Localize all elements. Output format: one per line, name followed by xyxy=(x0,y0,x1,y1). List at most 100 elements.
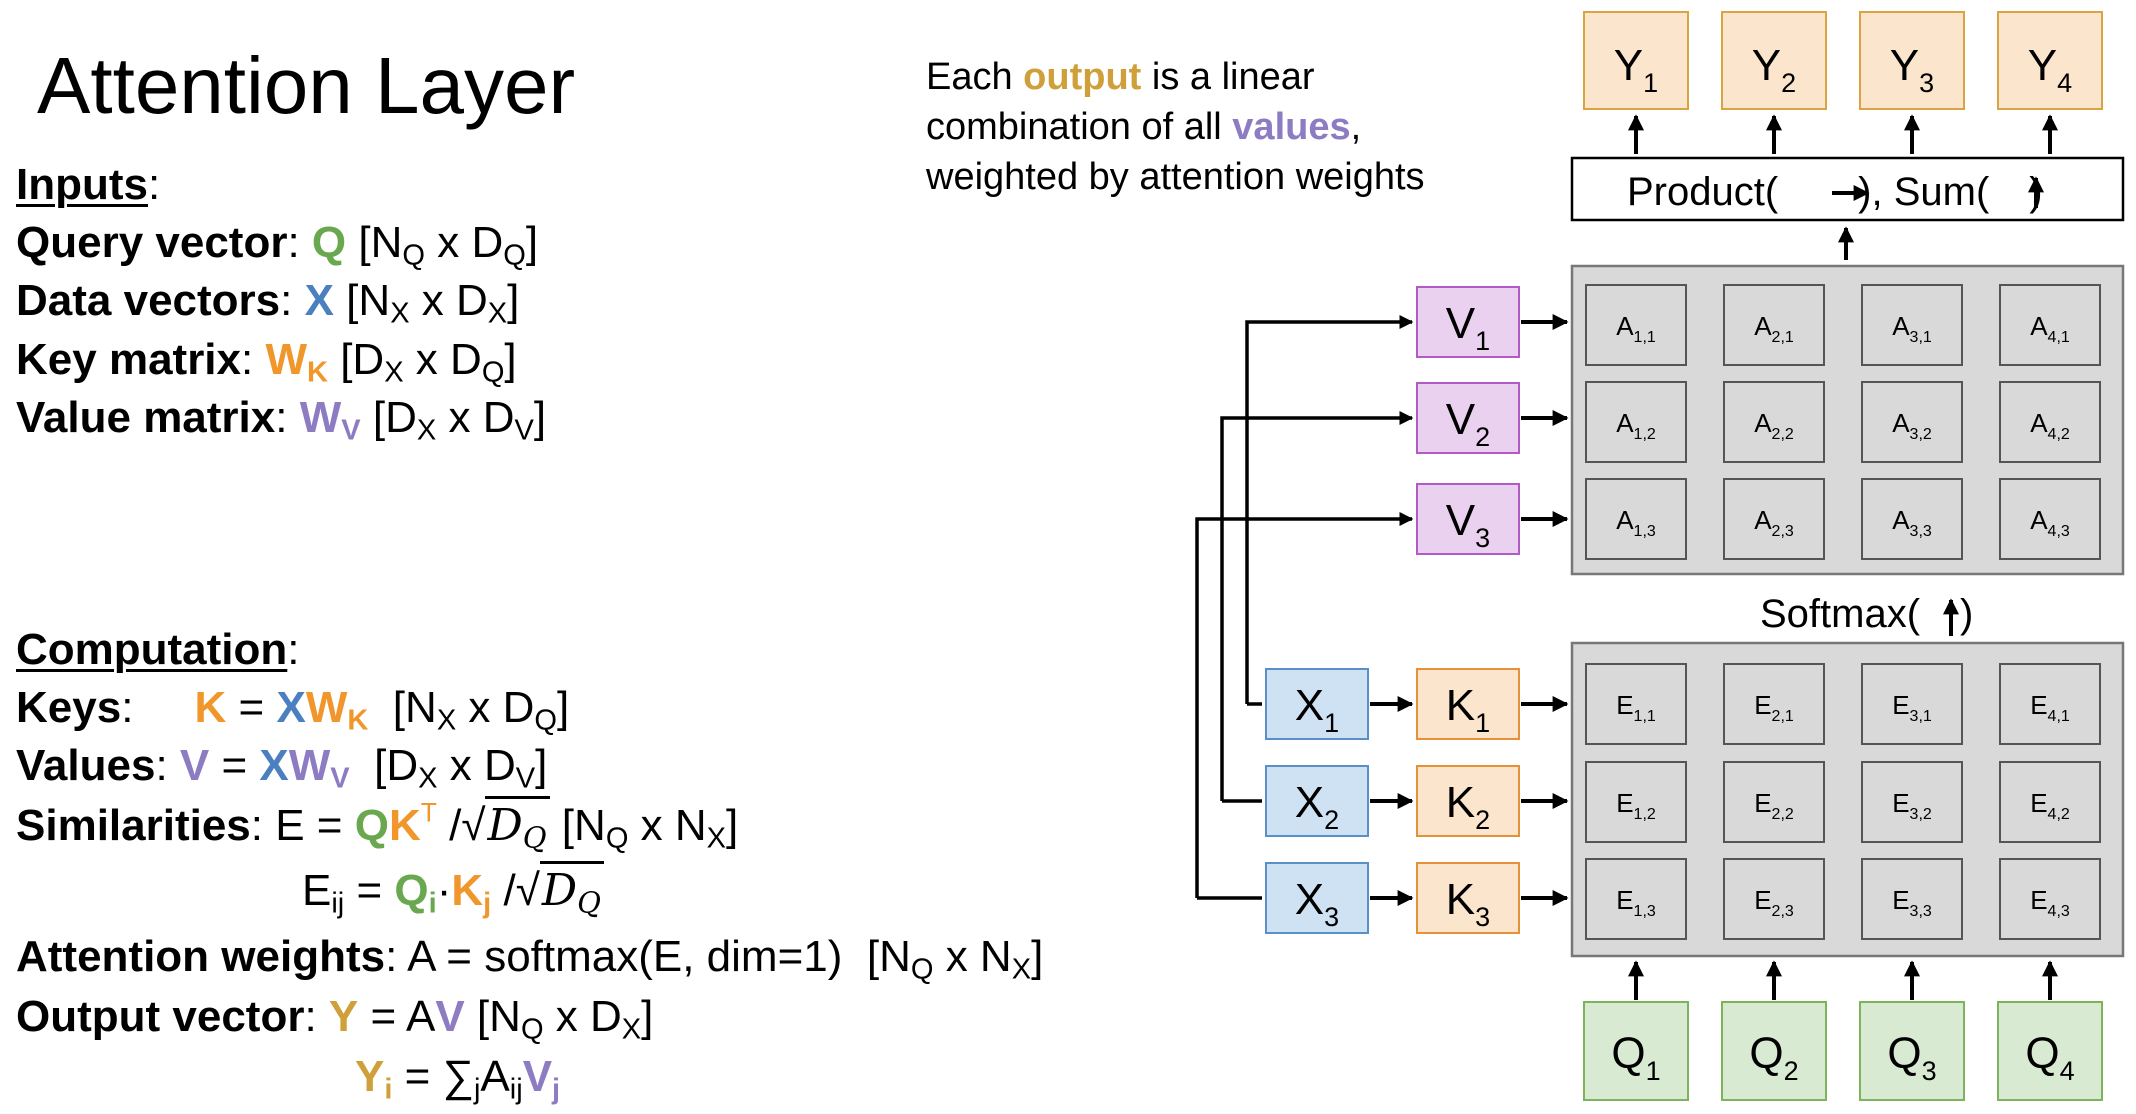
v-symbol: V xyxy=(179,741,210,790)
output-node-y1 xyxy=(1583,11,1689,110)
value-matrix-symbol: WV xyxy=(299,393,361,445)
sqrt-dq: DQ xyxy=(485,796,550,852)
v-symbol: V xyxy=(435,992,465,1041)
equals: = xyxy=(392,1052,443,1101)
w-sub: V xyxy=(330,762,350,795)
similarity-cell xyxy=(1861,761,1963,843)
sqrt-dq: DQ xyxy=(539,861,604,917)
similarity-label: E2,3 xyxy=(1754,885,1794,920)
a-letter: A xyxy=(480,1052,510,1101)
rad-sub: Q xyxy=(522,820,547,855)
dim-sub: X xyxy=(487,297,508,330)
k-symbol: K xyxy=(194,683,227,732)
rad-sub: Q xyxy=(577,885,601,920)
query-node-q1 xyxy=(1583,1001,1689,1101)
value-label-v1: V1 xyxy=(1446,299,1490,356)
output-label-y2: Y2 xyxy=(1752,41,1796,98)
note-line-2: combination of all values, xyxy=(926,102,1425,152)
dim: D xyxy=(450,335,482,384)
attention-weight-cell xyxy=(1861,478,1963,560)
output-label-y4: Y4 xyxy=(2028,41,2072,98)
similarity-cell xyxy=(1585,858,1687,940)
similarities-expr: E = xyxy=(275,801,355,850)
similarity-label: E3,2 xyxy=(1892,788,1932,823)
dim-sub: X xyxy=(706,822,727,855)
sum-symbol: ∑ xyxy=(442,1052,474,1101)
key-label-k1: K1 xyxy=(1446,681,1490,738)
note-values-word: values xyxy=(1232,106,1351,148)
dim: N xyxy=(979,932,1012,981)
attention-weight-cell xyxy=(1723,284,1825,366)
data-label-x1: X1 xyxy=(1295,681,1339,738)
keys-line: Keys: K = XWK [NX x DQ] xyxy=(16,683,570,737)
eij-line: Eij = Qi·Kj /√DQ xyxy=(302,861,604,918)
similarity-label: E1,2 xyxy=(1616,788,1656,823)
attention-label: Attention weights xyxy=(16,932,386,981)
similarity-cell xyxy=(1999,663,2101,745)
vj-symbol: Vj xyxy=(522,1052,560,1104)
attention-weight-label: A1,2 xyxy=(1616,408,1656,443)
attention-weight-label: A4,3 xyxy=(2030,505,2070,540)
v-letter: V xyxy=(522,1052,553,1101)
note-line-1: Each output is a linear xyxy=(926,52,1425,102)
dim: D xyxy=(589,992,622,1041)
dim-sub: X xyxy=(436,704,457,737)
data-to-value-line xyxy=(1245,315,1414,704)
attention-weight-cell xyxy=(1585,284,1687,366)
similarity-cell xyxy=(1585,761,1687,843)
dim-sub: Q xyxy=(503,239,526,272)
k-sub: j xyxy=(483,887,492,920)
note-text: Each xyxy=(926,56,1024,98)
attention-weight-cell xyxy=(1861,284,1963,366)
softmax-label: Softmax( ) xyxy=(1760,592,1973,636)
similarity-label: E1,3 xyxy=(1616,885,1656,920)
attention-weight-cell xyxy=(1999,478,2101,560)
query-label-q2: Q2 xyxy=(1749,1029,1798,1086)
attention-weight-label: A2,2 xyxy=(1754,408,1794,443)
output-node-y2 xyxy=(1721,11,1827,110)
values-line: Values: V = XWV [DX x DV] xyxy=(16,741,548,795)
w-letter: W xyxy=(299,393,342,442)
output-label-y1: Y1 xyxy=(1614,41,1658,98)
inputs-heading: Inputs: xyxy=(16,160,161,209)
w-letter: W xyxy=(265,335,307,384)
attention-weight-label: A2,3 xyxy=(1754,505,1794,540)
key-node-k3 xyxy=(1416,862,1520,934)
values-label: Values xyxy=(16,741,156,790)
dim-sub: Q xyxy=(402,239,425,272)
w-letter: W xyxy=(305,683,348,732)
output-note: Each output is a linear combination of a… xyxy=(926,52,1425,202)
e-letter: E xyxy=(302,866,332,915)
output-expr: = A xyxy=(358,992,436,1041)
data-label-x3: X3 xyxy=(1295,875,1339,932)
dim: N xyxy=(879,932,911,981)
dim-sub: X xyxy=(621,1013,642,1046)
query-node-q2 xyxy=(1721,1001,1827,1101)
similarity-label: E3,1 xyxy=(1892,690,1932,725)
data-vectors-line: Data vectors: X [NX x DX] xyxy=(16,276,520,330)
output-node-y3 xyxy=(1859,11,1965,110)
similarity-cell xyxy=(1861,858,1963,940)
dim: N xyxy=(574,801,606,850)
dim: N xyxy=(358,276,391,325)
similarity-cell xyxy=(1999,858,2101,940)
similarity-label: E2,1 xyxy=(1754,690,1794,725)
dim-sub: X xyxy=(418,762,438,795)
value-matrix-label: Value matrix xyxy=(16,393,276,442)
computation-heading: Computation: xyxy=(16,625,300,674)
output-line: Output vector: Y = AV [NQ x DX] xyxy=(16,992,654,1046)
k-symbol: K xyxy=(388,801,421,850)
query-vector-line: Query vector: Q [NQ x DQ] xyxy=(16,218,539,272)
key-matrix-label: Key matrix xyxy=(16,335,242,384)
attention-weight-label: A3,1 xyxy=(1892,311,1932,346)
attention-weight-label: A1,1 xyxy=(1616,311,1656,346)
value-node-v3 xyxy=(1416,483,1520,555)
attention-weight-label: A4,2 xyxy=(2030,408,2070,443)
query-node-q4 xyxy=(1997,1001,2103,1101)
q-sub: i xyxy=(428,887,437,920)
dim-sub: V xyxy=(515,762,536,795)
rad-letter: D xyxy=(487,800,523,851)
query-label-q1: Q1 xyxy=(1611,1029,1660,1086)
qi-symbol: Qi xyxy=(394,866,436,918)
attention-weight-cell xyxy=(1723,381,1825,463)
